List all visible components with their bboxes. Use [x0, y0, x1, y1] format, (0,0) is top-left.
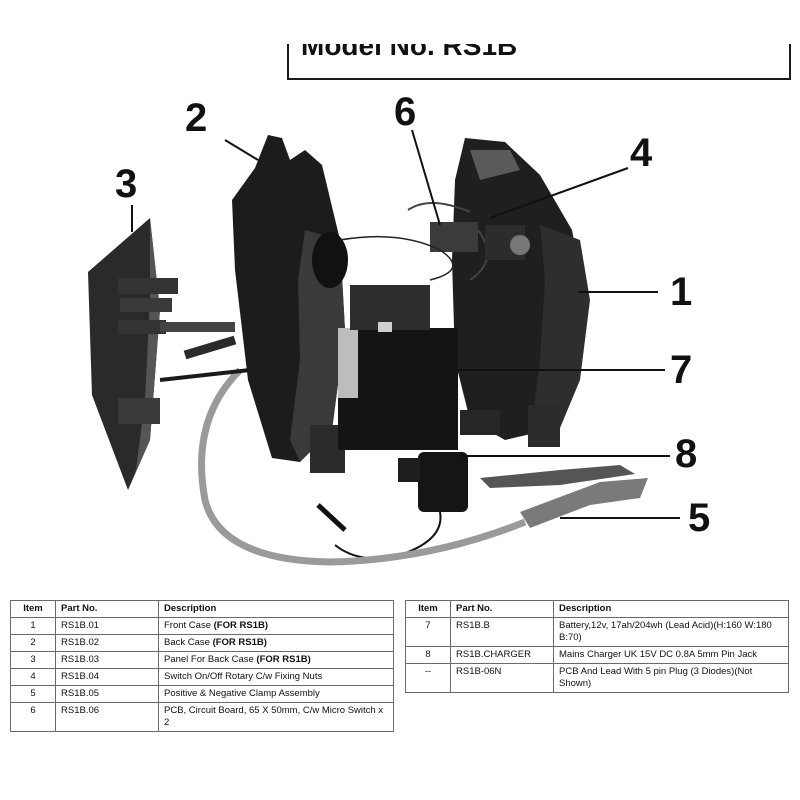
description-cell: Mains Charger UK 15V DC 0.8A 5mm Pin Jac…: [553, 646, 789, 664]
part-no-cell: RS1B.03: [55, 651, 159, 669]
callout-6: 6: [394, 90, 417, 134]
part-no-cell: RS1B.05: [55, 685, 159, 703]
part-no-cell: RS1B.01: [55, 617, 159, 635]
description-cell: Battery,12v, 17ah/204wh (Lead Acid)(H:16…: [553, 617, 789, 647]
header-part-no: Part No.: [55, 600, 159, 618]
description-cell: Front Case (FOR RS1B): [158, 617, 394, 635]
description-model-note: (FOR RS1B): [212, 637, 267, 648]
part-no-cell: RS1B.06: [55, 702, 159, 732]
callout-5: 5: [688, 496, 711, 540]
item-cell: 4: [10, 668, 56, 686]
back-case-part-2: [232, 135, 348, 473]
header-item: Item: [10, 600, 56, 618]
part-no-cell: RS1B.02: [55, 634, 159, 652]
header-item: Item: [405, 600, 451, 618]
back-panel-part-3: [88, 218, 235, 490]
item-cell: 5: [10, 685, 56, 703]
callout-7: 7: [670, 348, 693, 392]
part-no-cell: RS1B.CHARGER: [450, 646, 554, 664]
table-header-row: Item Part No. Description: [405, 600, 789, 618]
switch-part-4: [485, 225, 530, 260]
description-text: PCB, Circuit Board, 65 X 50mm, C/w Micro…: [164, 705, 384, 728]
item-cell: 3: [10, 651, 56, 669]
table-header-row: Item Part No. Description: [10, 600, 394, 618]
model-title-box: Model No. RS1B: [287, 44, 791, 80]
description-model-note: (FOR RS1B): [213, 620, 269, 631]
description-model-note: (FOR RS1B): [256, 654, 311, 665]
description-text: Front Case: [164, 620, 214, 631]
item-cell: 7: [405, 617, 451, 647]
description-text: Mains Charger UK 15V DC 0.8A 5mm Pin Jac…: [559, 649, 757, 660]
header-description: Description: [553, 600, 789, 618]
model-title: Model No. RS1B: [301, 44, 518, 61]
item-cell: 8: [405, 646, 451, 664]
part-no-cell: RS1B.04: [55, 668, 159, 686]
item-cell: --: [405, 663, 451, 693]
item-cell: 6: [10, 702, 56, 732]
callout-8: 8: [675, 432, 698, 476]
callout-1: 1: [670, 270, 693, 314]
item-cell: 1: [10, 617, 56, 635]
header-description: Description: [158, 600, 394, 618]
part-no-cell: RS1B.B: [450, 617, 554, 647]
description-cell: Panel For Back Case (FOR RS1B): [158, 651, 394, 669]
description-text: Back Case: [164, 637, 213, 648]
clamp-assembly-part-5: [159, 335, 648, 566]
description-cell: Switch On/Off Rotary C/w Fixing Nuts: [158, 668, 394, 686]
front-case-part-1: [452, 138, 590, 447]
description-text: Battery,12v, 17ah/204wh (Lead Acid)(H:16…: [559, 620, 772, 643]
description-text: PCB And Lead With 5 pin Plug (3 Diodes)(…: [559, 666, 753, 689]
callout-3: 3: [115, 162, 138, 206]
part-no-cell: RS1B-06N: [450, 663, 554, 693]
callout-2: 2: [185, 96, 208, 140]
leader-lines: [131, 129, 680, 519]
description-cell: Positive & Negative Clamp Assembly: [158, 685, 394, 703]
description-cell: PCB And Lead With 5 pin Plug (3 Diodes)(…: [553, 663, 789, 693]
item-cell: 2: [10, 634, 56, 652]
description-text: Panel For Back Case: [164, 654, 257, 665]
description-cell: PCB, Circuit Board, 65 X 50mm, C/w Micro…: [158, 702, 394, 732]
description-text: Switch On/Off Rotary C/w Fixing Nuts: [164, 671, 323, 682]
exploded-diagram: [88, 129, 680, 566]
description-text: Positive & Negative Clamp Assembly: [164, 688, 320, 699]
header-part-no: Part No.: [450, 600, 554, 618]
description-cell: Back Case (FOR RS1B): [158, 634, 394, 652]
callout-4: 4: [630, 131, 653, 175]
charger-part-8: [316, 452, 468, 560]
battery-part-7: [338, 285, 458, 450]
